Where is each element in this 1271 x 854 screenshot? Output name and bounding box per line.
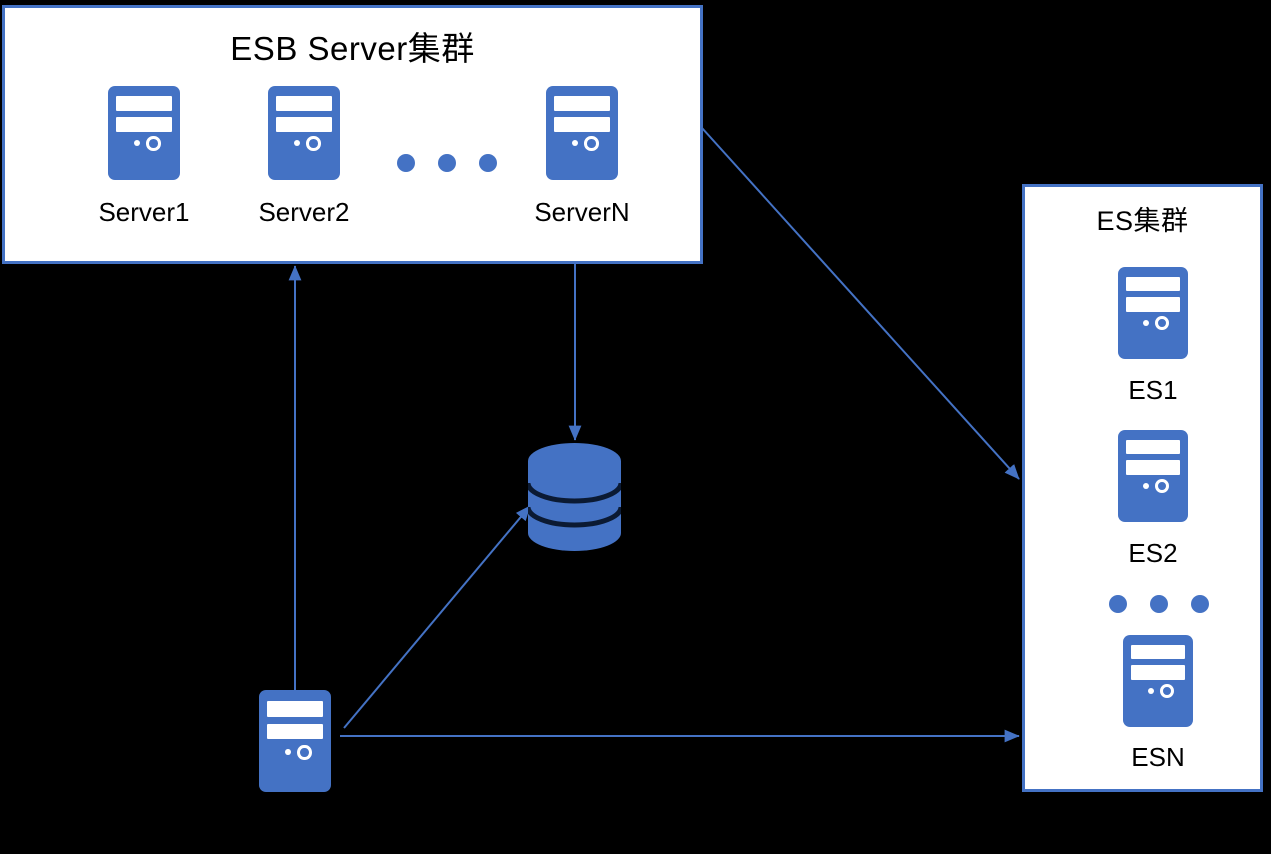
- server-slot-bar: [1125, 297, 1181, 312]
- server-led-dot: [1143, 319, 1150, 326]
- server-icon[interactable]: [268, 86, 340, 180]
- es-cluster-box[interactable]: ES集群 ES1 ES2 ESN: [1022, 184, 1263, 792]
- client-server-icon[interactable]: [259, 690, 331, 792]
- server-slot-bar: [1130, 645, 1186, 660]
- server-slot-bar: [266, 701, 324, 718]
- server-icon[interactable]: [1118, 430, 1188, 522]
- server-power-ring: [297, 744, 312, 761]
- server-label-1: Server1: [98, 197, 190, 227]
- server-led-dot: [571, 140, 579, 147]
- server-led-dot: [284, 748, 292, 756]
- server-led-dot: [1148, 687, 1155, 694]
- server-power-ring: [1155, 316, 1170, 331]
- server-power-ring: [1155, 479, 1170, 494]
- ellipsis-dot: [479, 154, 497, 172]
- ellipsis-dot: [397, 154, 415, 172]
- server-icon[interactable]: [108, 86, 180, 180]
- es-label-n: ESN: [1131, 742, 1185, 772]
- server-slot-bar: [115, 96, 173, 111]
- server-icon[interactable]: [546, 86, 618, 180]
- server-power-ring: [146, 136, 161, 151]
- server-slot-bar: [1125, 277, 1181, 292]
- server-slot-bar: [1125, 440, 1181, 455]
- server-icon[interactable]: [1123, 635, 1193, 727]
- es-cluster-title: ES集群: [1096, 206, 1189, 236]
- server-slot-bar: [553, 96, 611, 111]
- server-slot-bar: [115, 117, 173, 132]
- connector-esb-to-es: [701, 127, 1020, 480]
- server-power-ring: [584, 136, 599, 151]
- esb-ellipsis-dots: [397, 154, 497, 172]
- es-label-1: ES1: [1128, 375, 1178, 405]
- server-icon[interactable]: [1118, 267, 1188, 359]
- ellipsis-dot: [1150, 595, 1168, 613]
- server-led-dot: [133, 140, 141, 147]
- es-label-2: ES2: [1128, 538, 1178, 568]
- server-power-ring: [1160, 684, 1175, 699]
- es-ellipsis-dots: [1109, 595, 1209, 613]
- ellipsis-dot: [438, 154, 456, 172]
- esb-cluster-box[interactable]: ESB Server集群 Server1 Server2: [2, 5, 703, 264]
- server-slot-bar: [553, 117, 611, 132]
- server-slot-bar: [1130, 665, 1186, 680]
- ellipsis-dot: [1191, 595, 1209, 613]
- server-slot-bar: [1125, 460, 1181, 475]
- server-led-dot: [293, 140, 301, 147]
- esb-cluster-title: ESB Server集群: [230, 30, 475, 67]
- server-led-dot: [1143, 482, 1150, 489]
- server-label-n: ServerN: [534, 197, 630, 227]
- ellipsis-dot: [1109, 595, 1127, 613]
- server-slot-bar: [266, 723, 324, 740]
- server-label-2: Server2: [258, 197, 350, 227]
- database-cylinder-icon[interactable]: [525, 443, 624, 551]
- connector-client-to-database: [343, 505, 531, 729]
- server-power-ring: [306, 136, 321, 151]
- server-slot-bar: [275, 96, 333, 111]
- server-slot-bar: [275, 117, 333, 132]
